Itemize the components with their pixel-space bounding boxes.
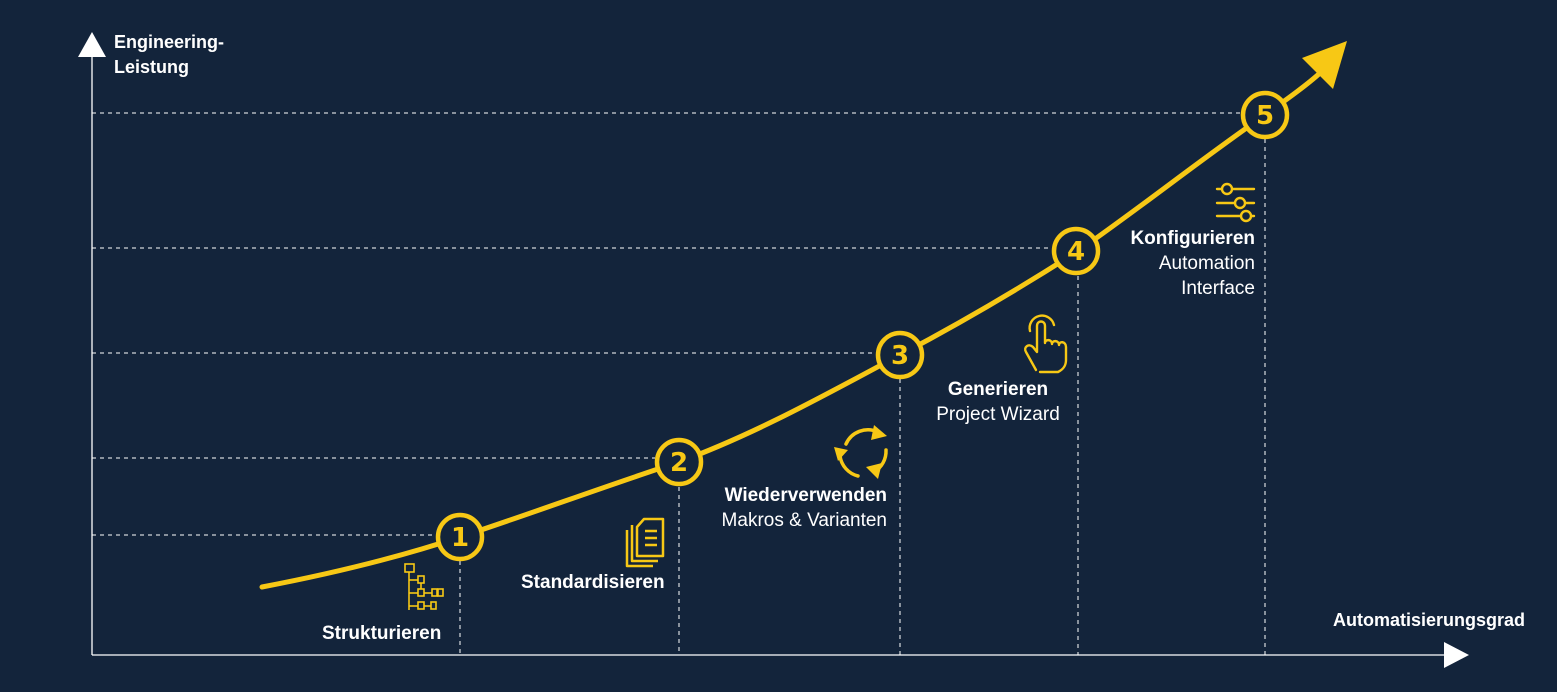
step-1-title: Strukturieren xyxy=(322,623,442,644)
step-4-label: Generieren Project Wizard xyxy=(923,377,1073,427)
y-axis-arrow xyxy=(78,32,106,57)
sliders-icon xyxy=(1215,182,1256,223)
step-4-subtitle: Project Wizard xyxy=(936,404,1060,425)
step-3-title: Wiederverwenden xyxy=(724,485,887,506)
y-axis-title: Engineering- Leistung xyxy=(114,30,224,80)
x-axis-title: Automatisierungsgrad xyxy=(1332,610,1525,630)
growth-curve-arrowhead xyxy=(1302,41,1347,89)
step-5-subtitle-line-1: Automation xyxy=(1158,253,1255,274)
y-axis-title-line-1: Engineering- xyxy=(114,32,225,52)
reuse-cycle-icon xyxy=(834,425,888,479)
pointing-hand-icon xyxy=(1024,314,1068,374)
step-number-5: 5 xyxy=(1256,101,1274,131)
step-number-1: 1 xyxy=(451,523,469,553)
step-marker-2: 2 xyxy=(654,437,704,487)
documents-stack-icon xyxy=(625,517,665,568)
step-5-subtitle-line-2: Interface xyxy=(1181,278,1255,299)
step-number-4: 4 xyxy=(1067,237,1085,267)
step-marker-4: 4 xyxy=(1051,226,1101,276)
x-axis-arrow xyxy=(1444,642,1469,668)
step-number-3: 3 xyxy=(891,341,909,371)
step-3-label: Wiederverwenden Makros & Varianten xyxy=(722,483,887,533)
step-marker-1: 1 xyxy=(435,512,485,562)
step-number-2: 2 xyxy=(670,448,688,478)
step-5-label: Konfigurieren Automation Interface xyxy=(1130,226,1255,301)
tree-structure-icon xyxy=(404,563,444,610)
step-marker-5: 5 xyxy=(1240,90,1290,140)
step-3-subtitle: Makros & Varianten xyxy=(721,510,887,531)
step-5-title: Konfigurieren xyxy=(1130,228,1255,249)
y-axis-title-line-2: Leistung xyxy=(114,57,189,77)
step-4-title: Generieren xyxy=(947,379,1049,400)
step-2-title: Standardisieren xyxy=(521,572,665,593)
step-marker-3: 3 xyxy=(875,330,925,380)
